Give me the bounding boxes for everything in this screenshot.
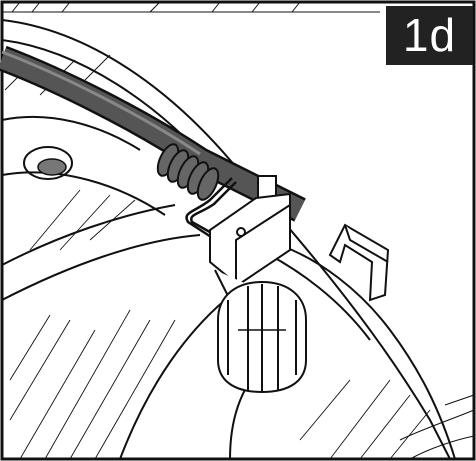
foreground-shading <box>399 394 475 460</box>
housing-hatching <box>4 54 431 460</box>
bracket-post <box>209 175 291 302</box>
outer-housing <box>1 19 456 460</box>
spring-coil <box>156 143 220 201</box>
top-hatch-strip <box>2 1 380 13</box>
latch-hook <box>328 223 390 302</box>
ribbed-cylinder <box>217 280 307 394</box>
step-label-badge: 1d <box>386 6 473 65</box>
wire-clip <box>185 177 237 246</box>
fastener-hole <box>23 146 73 180</box>
